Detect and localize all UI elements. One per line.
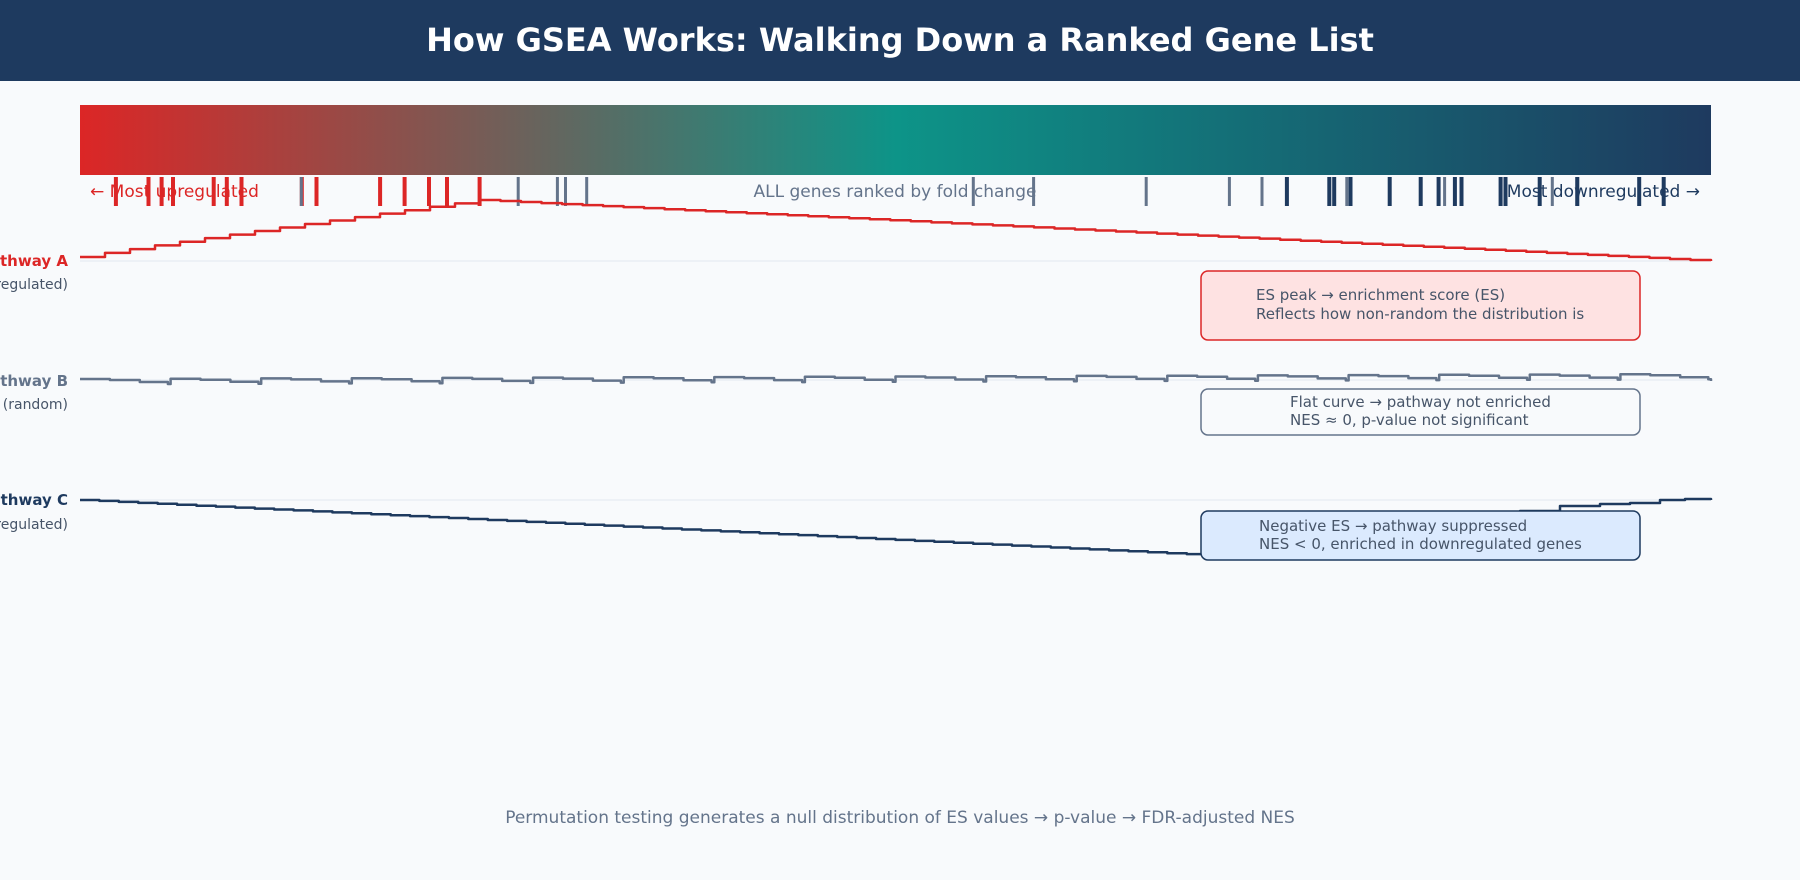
footer-note: Permutation testing generates a null dis… [505, 808, 1295, 828]
pathway-b-gene-hit-13 [1550, 177, 1554, 206]
pathway-a-gene-hit-3 [159, 177, 164, 206]
pathway-c-gene-hit-5 [1387, 177, 1392, 206]
page-title: How GSEA Works: Walking Down a Ranked Ge… [426, 21, 1374, 59]
pathway-c-gene-hit-14 [1637, 177, 1642, 206]
pathway-c-gene-hit-10 [1498, 177, 1503, 206]
pathway-c-gene-hit-2 [1327, 177, 1332, 206]
most-downregulated-label: Most downregulated → [1507, 182, 1700, 202]
pathway-b-gene-hit-11 [1345, 177, 1349, 206]
pathway-b-gene-hit-3 [555, 177, 559, 206]
ranked-gene-bar [80, 105, 1711, 175]
pathway-a-note-line-1: ES peak → enrichment score (ES) [1256, 286, 1505, 304]
pathway-a-gene-hit-12 [427, 177, 431, 206]
pathway-c-note-line-1: Negative ES → pathway suppressed [1259, 517, 1527, 535]
pathway-c-gene-hits [1284, 177, 1666, 206]
pathway-c-gene-hit-1 [1284, 177, 1289, 206]
pathway-c-gene-hit-13 [1575, 177, 1580, 206]
pathway-b-name: Pathway B [0, 372, 68, 390]
pathway-b-gene-hits [299, 177, 1579, 206]
pathway-b-gene-hit-1 [299, 177, 303, 206]
pathway-c-gene-hit-11 [1503, 177, 1508, 206]
pathway-c-gene-hit-15 [1661, 177, 1666, 206]
ranked-list-caption: ALL genes ranked by fold change [754, 182, 1037, 202]
pathway-b-gene-hit-10 [1260, 177, 1264, 206]
pathway-c-gene-hit-12 [1537, 177, 1542, 206]
pathway-a-gene-hit-11 [402, 177, 407, 206]
pathway-a-gene-hit-4 [171, 177, 175, 206]
header-bar [0, 0, 1800, 81]
pathway-a-subtitle: (upregulated) [0, 277, 68, 293]
pathway-b-running-es-curve [80, 373, 1713, 386]
pathway-b-gene-hit-7 [1032, 177, 1036, 206]
pathway-b-gene-hit-2 [516, 177, 520, 206]
pathway-c-gene-hit-4 [1348, 177, 1353, 206]
pathway-c-gene-hit-9 [1459, 177, 1464, 206]
pathway-b-note-box [1200, 388, 1641, 436]
pathway-b-gene-hit-12 [1443, 177, 1447, 206]
pathway-b-note-line-1: Flat curve → pathway not enriched [1290, 393, 1551, 411]
pathway-a-note-line-2: Reflects how non-random the distribution… [1256, 305, 1584, 323]
pathway-c-subtitle: (downregulated) [0, 517, 68, 533]
pathway-c-note-line-2: NES < 0, enriched in downregulated genes [1259, 535, 1582, 553]
pathway-b-gene-hit-8 [1144, 177, 1148, 206]
pathway-a-gene-hit-2 [146, 177, 151, 206]
pathway-a-gene-hit-5 [211, 177, 216, 206]
pathway-a-gene-hit-13 [445, 177, 449, 206]
pathway-c-gene-hit-7 [1436, 177, 1441, 206]
pathway-c-note-box [1200, 510, 1641, 561]
pathway-b-gene-hit-6 [971, 177, 975, 206]
pathway-a-gene-hit-1 [113, 177, 118, 206]
pathway-a-name: Pathway A [0, 252, 68, 270]
pathway-a-note-box [1200, 270, 1641, 341]
pathway-b-gene-hit-4 [564, 177, 567, 206]
pathway-a-gene-hit-14 [477, 177, 482, 206]
pathway-a-running-es-curve [80, 198, 1713, 262]
pathway-b-gene-hit-5 [585, 177, 589, 206]
pathway-a-gene-hit-6 [224, 177, 229, 206]
pathway-b-gene-hit-9 [1227, 177, 1231, 206]
pathway-b-subtitle: (random) [3, 397, 68, 413]
pathway-a-gene-hit-7 [239, 177, 244, 206]
pathway-a-gene-hit-10 [378, 177, 383, 206]
pathway-c-gene-hit-8 [1452, 177, 1457, 206]
pathway-c-gene-hit-6 [1418, 177, 1423, 206]
pathway-c-gene-hit-3 [1332, 177, 1337, 206]
pathway-a-gene-hit-9 [314, 177, 319, 206]
pathway-b-note-line-2: NES ≈ 0, p-value not significant [1290, 411, 1529, 429]
pathway-c-name: Pathway C [0, 491, 68, 509]
